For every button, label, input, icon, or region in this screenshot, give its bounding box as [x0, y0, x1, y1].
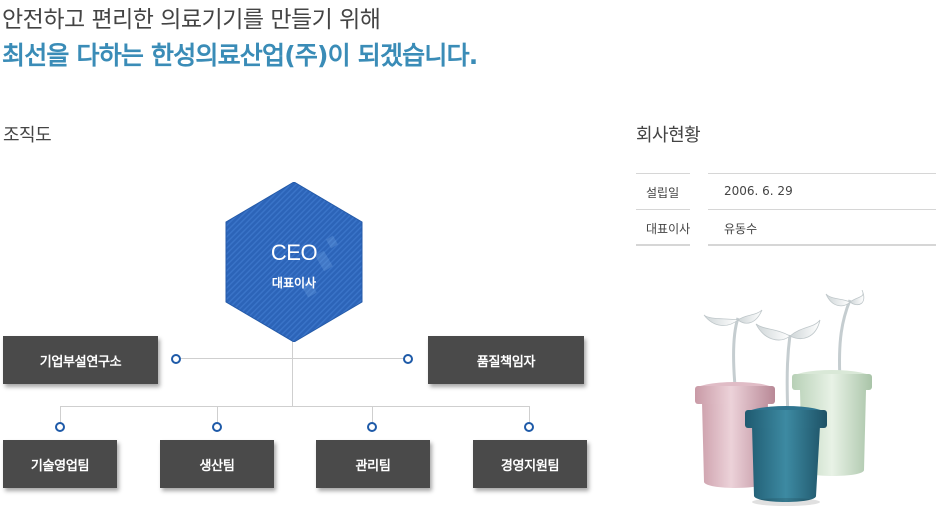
org-chart-title: 조직도 — [3, 125, 52, 146]
table-bottom-border-left — [636, 244, 690, 246]
org-box-team-2: 생산팀 — [160, 440, 274, 488]
connector-dot-team-4 — [524, 422, 534, 432]
table-row: 설립일 2006. 6. 29 — [636, 173, 936, 209]
connector-team-3 — [372, 406, 373, 426]
connector-horizontal-side — [176, 358, 408, 359]
connector-dot-team-1 — [55, 422, 65, 432]
info-label-ceo: 대표이사 — [646, 222, 691, 236]
table-bottom-border-right — [708, 244, 936, 246]
plant-pots-illustration — [695, 290, 872, 506]
info-value-founded: 2006. 6. 29 — [724, 184, 793, 198]
connector-horizontal-teams — [60, 406, 530, 407]
table-row-divider-right — [708, 209, 936, 210]
table-row: 대표이사 유동수 — [636, 209, 936, 245]
org-box-team-4: 경영지원팀 — [473, 440, 587, 488]
company-info-table: 설립일 2006. 6. 29 대표이사 유동수 — [636, 173, 936, 246]
info-value-ceo: 유동수 — [724, 222, 758, 236]
table-top-border-right — [708, 173, 936, 174]
ceo-subtitle: 대표이사 — [271, 276, 317, 290]
org-box-quality-manager: 품질책임자 — [428, 336, 584, 384]
info-label-founded: 설립일 — [646, 186, 680, 200]
connector-team-4 — [529, 406, 530, 426]
connector-dot-right — [403, 354, 413, 364]
headline-line-2: 최선을 다하는 한성의료산업(주)이 되겠습니다. — [2, 41, 478, 70]
table-row-divider-left — [636, 209, 690, 210]
connector-dot-left — [171, 354, 181, 364]
org-box-research-lab: 기업부설연구소 — [3, 336, 158, 384]
headline-line-1: 안전하고 편리한 의료기기를 만들기 위해 — [2, 7, 381, 33]
connector-team-1 — [60, 406, 61, 426]
org-box-team-3: 관리팀 — [316, 440, 430, 488]
ceo-title: CEO — [270, 240, 318, 265]
company-status-title: 회사현황 — [636, 125, 701, 146]
org-box-team-1: 기술영업팀 — [3, 440, 117, 488]
connector-vertical-ceo — [292, 340, 293, 406]
connector-dot-team-2 — [212, 422, 222, 432]
connector-team-2 — [217, 406, 218, 426]
ceo-hexagon — [225, 182, 363, 342]
table-top-border-left — [636, 173, 690, 174]
connector-dot-team-3 — [367, 422, 377, 432]
